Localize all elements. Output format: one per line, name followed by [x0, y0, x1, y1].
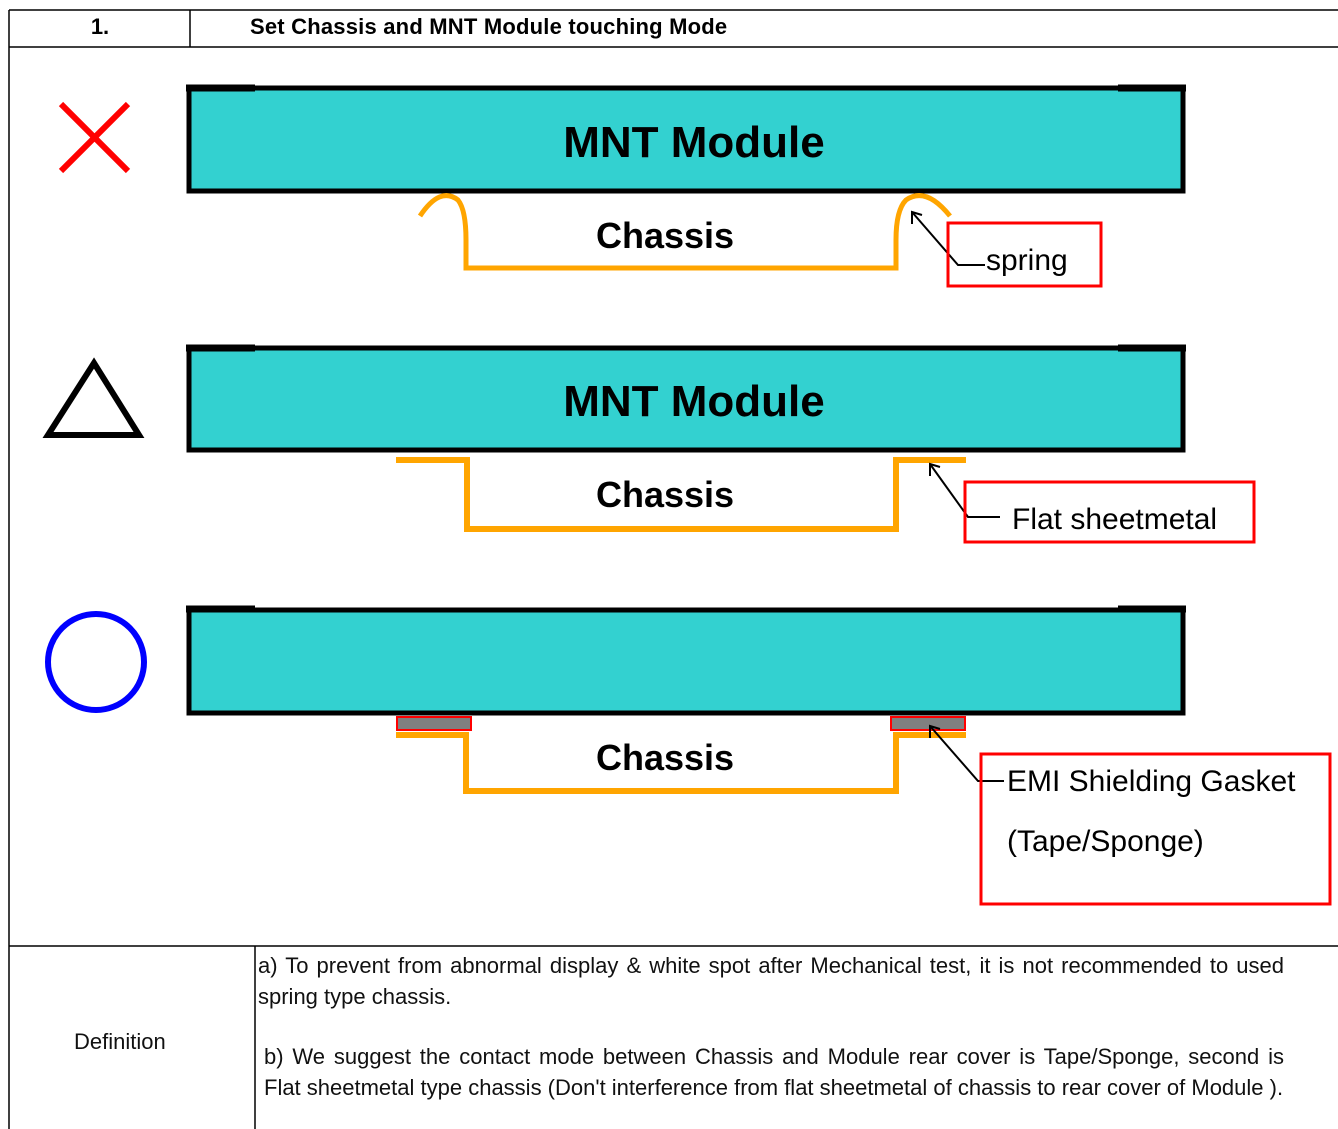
chassis-label: Chassis [596, 215, 734, 256]
callout-label-line1: EMI Shielding Gasket [1007, 765, 1296, 798]
definition-item-a: a) To prevent from abnormal display & wh… [258, 953, 1284, 1009]
chassis-label: Chassis [596, 737, 734, 778]
module-block [186, 607, 1186, 716]
section-title: Set Chassis and MNT Module touching Mode [250, 14, 728, 39]
callout-arrow [929, 462, 1000, 518]
callout-label: Flat sheetmetal [1012, 503, 1217, 536]
diagram-emi-gasket: Chassis EMI Shielding Gasket (Tape/Spong… [45, 605, 1332, 906]
definition-label: Definition [74, 1029, 166, 1054]
diagram-spring: MNT Module Chassis spring [58, 84, 1186, 288]
chassis-spring-shape [417, 193, 952, 271]
chassis-flat-shape [396, 457, 966, 532]
callout-arrow [911, 210, 985, 266]
callout-box [963, 480, 1256, 544]
section-number: 1. [90, 14, 110, 39]
chassis-gasket-shape [396, 732, 966, 794]
gasket-pad-right [890, 716, 966, 731]
module-label: MNT Module [563, 377, 825, 426]
callout-label-line2: (Tape/Sponge) [1007, 825, 1204, 858]
gasket-pad-left [396, 716, 472, 731]
mnt-module-block [186, 345, 1186, 453]
triangle-icon [42, 357, 145, 438]
chassis-label: Chassis [596, 474, 734, 515]
x-mark-icon [58, 101, 131, 174]
callout-box [979, 752, 1332, 906]
callout-label: spring [986, 244, 1068, 277]
callout-box [946, 221, 1103, 288]
definition-item-b: b) We suggest the contact mode between C… [264, 1044, 1284, 1100]
module-label: MNT Module [563, 118, 825, 167]
table-grid [8, 9, 1338, 1129]
callout-arrow [929, 724, 1004, 782]
mnt-module-block [186, 85, 1186, 194]
diagram-flat-sheetmetal: MNT Module Chassis Flat sheetmetal [42, 344, 1256, 544]
circle-icon [45, 611, 147, 713]
